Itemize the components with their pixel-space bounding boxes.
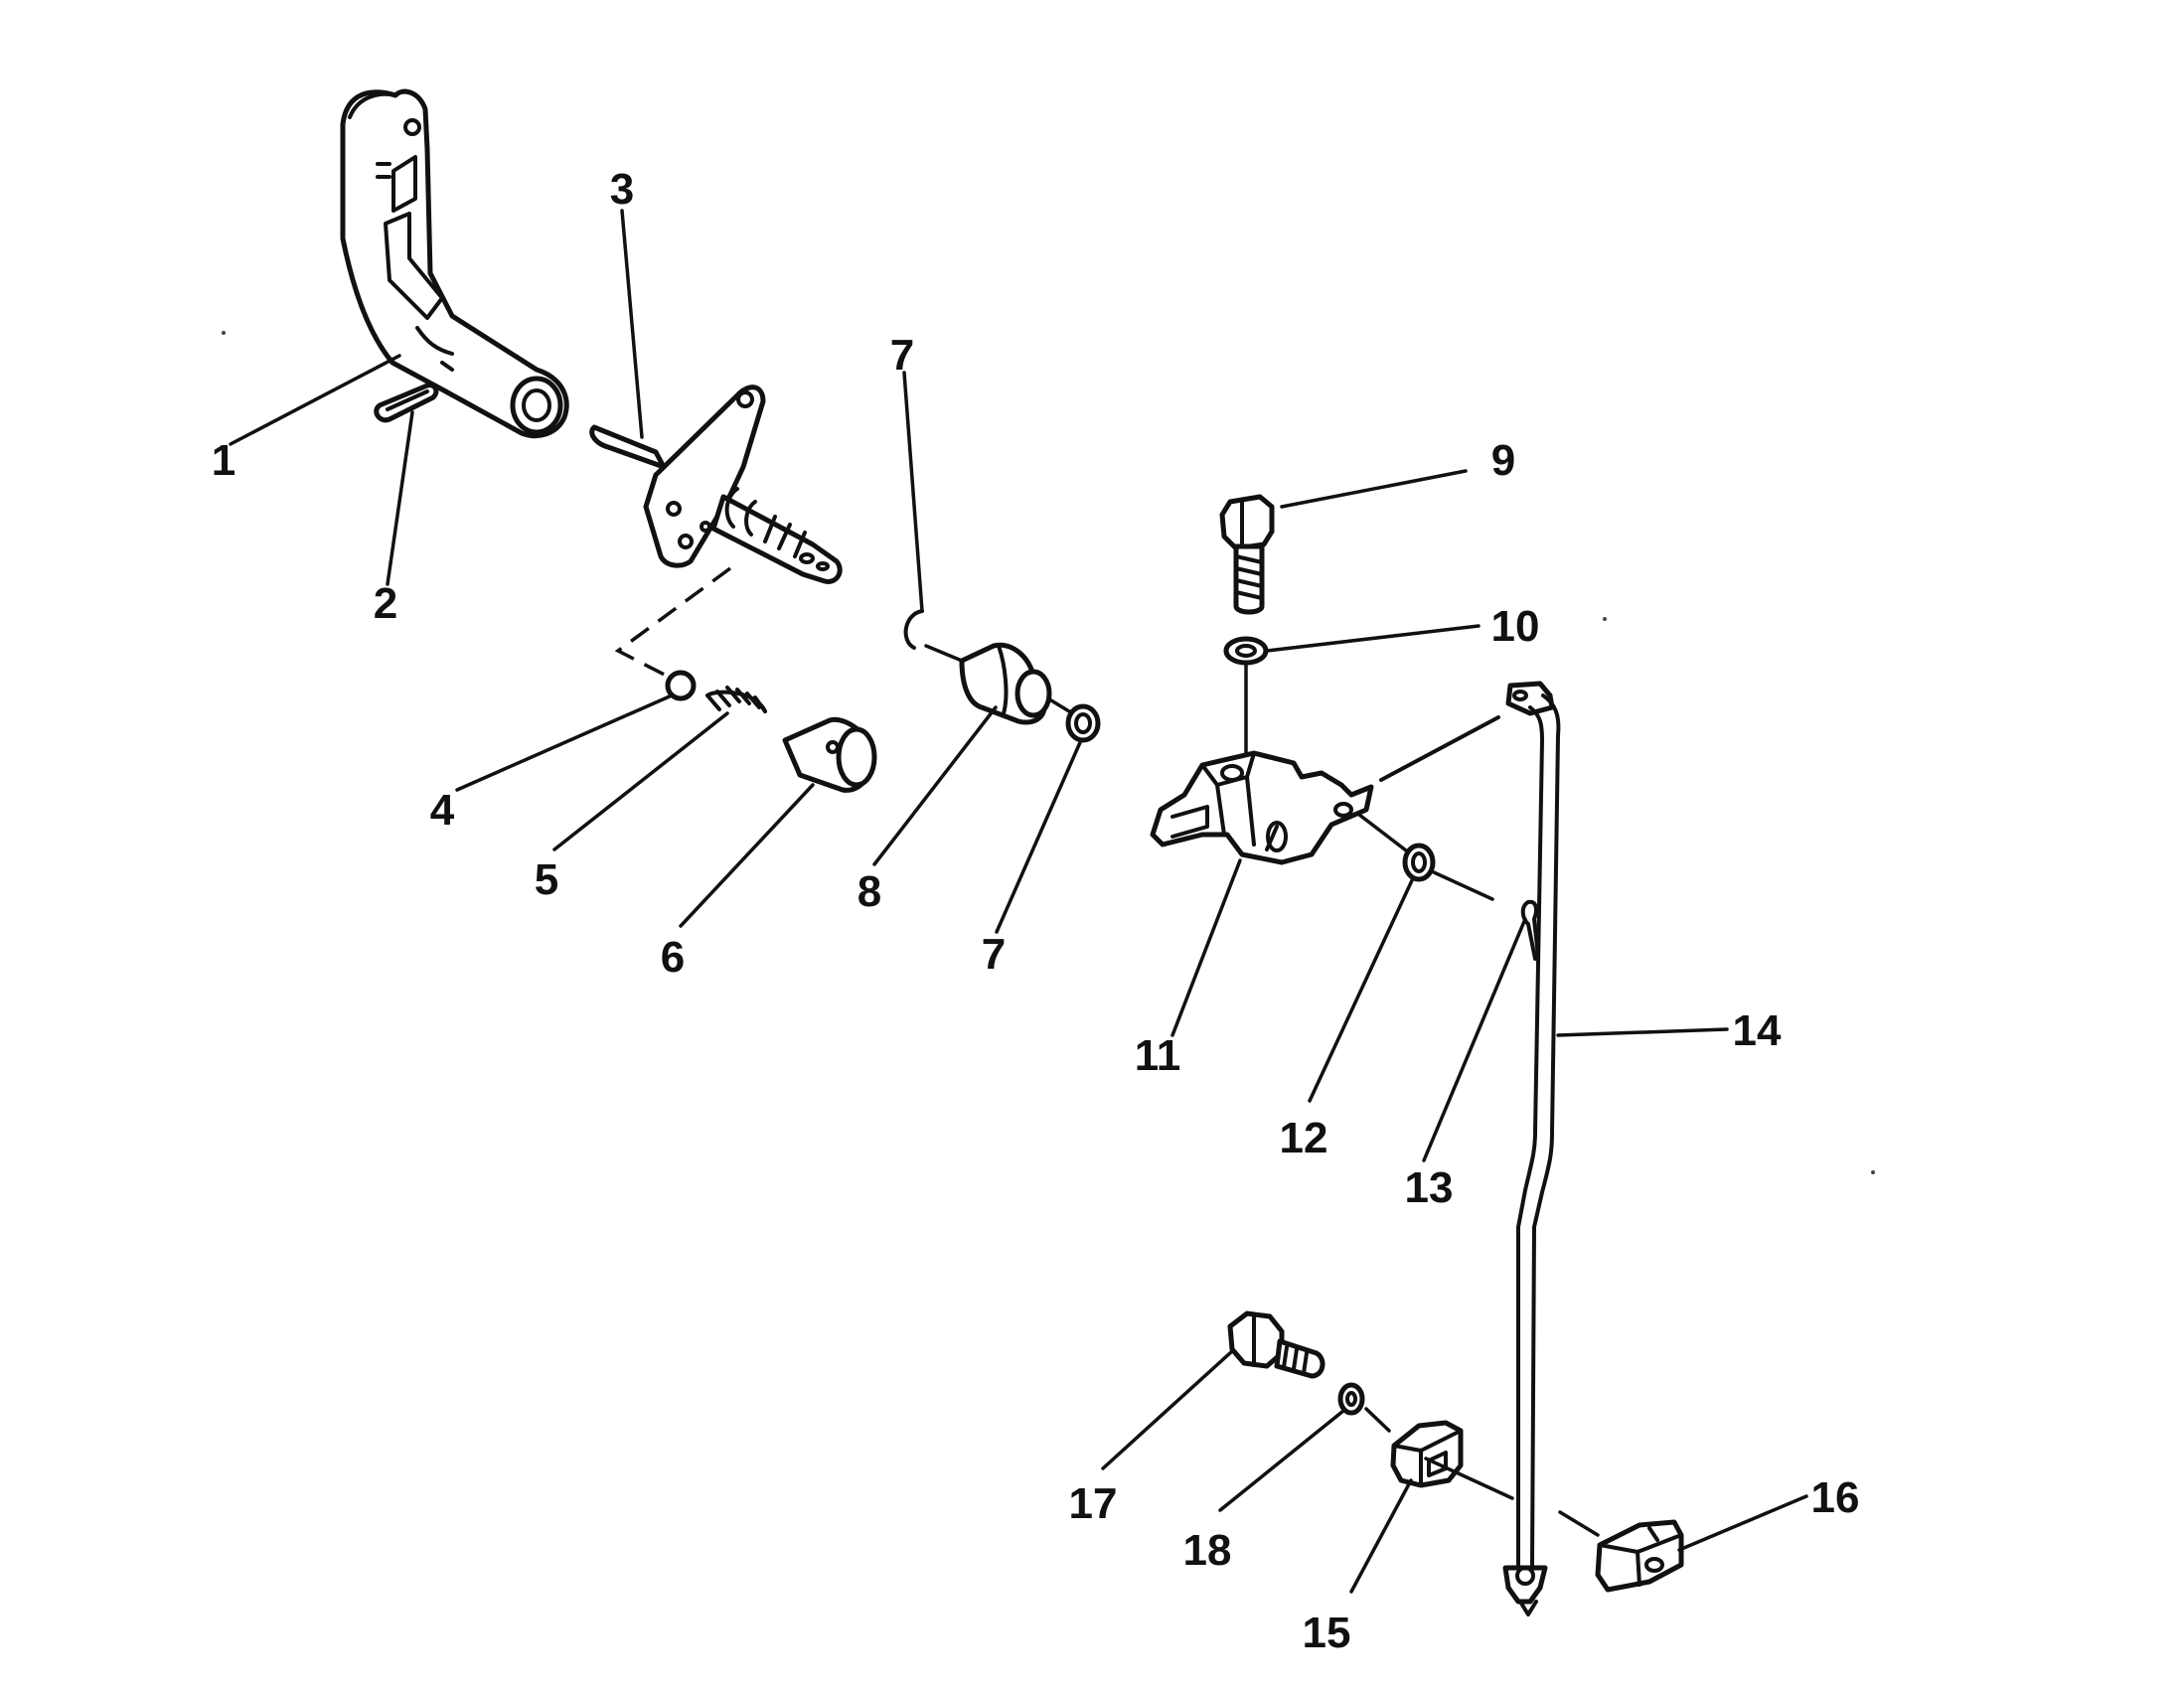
part-18-lock-washer <box>1337 1382 1365 1416</box>
axis-line <box>924 644 964 663</box>
part-15-rod-clip <box>1390 1420 1464 1488</box>
print-speck <box>1603 617 1607 621</box>
part-17-bolt <box>1227 1310 1326 1379</box>
part-12-washer <box>1402 843 1436 882</box>
leader-7b <box>995 738 1083 934</box>
leader-1 <box>229 354 401 446</box>
leader-14 <box>1556 1027 1729 1037</box>
callout-11: 11 <box>1135 1031 1181 1080</box>
callout-7-lower: 7 <box>982 930 1006 979</box>
part-2-pin <box>374 383 439 423</box>
leader-10 <box>1265 624 1481 653</box>
callout-3: 3 <box>610 165 634 214</box>
callout-17: 17 <box>1069 1479 1118 1528</box>
leader-16 <box>1677 1494 1808 1552</box>
leader-2 <box>386 410 414 586</box>
leader-15 <box>1349 1478 1413 1594</box>
part-13-cotter-pin <box>1520 899 1540 961</box>
leader-12 <box>1308 876 1415 1103</box>
print-speck <box>1871 1170 1875 1174</box>
axis-line <box>1379 715 1500 782</box>
leader-3 <box>620 209 644 439</box>
callout-2: 2 <box>374 579 397 628</box>
part-11-shift-bracket <box>1150 750 1374 865</box>
part-1-shift-lever <box>340 88 569 439</box>
callout-14: 14 <box>1733 1006 1782 1055</box>
callout-9: 9 <box>1491 436 1515 485</box>
callout-15: 15 <box>1303 1609 1351 1657</box>
axis-line <box>1432 870 1494 901</box>
callout-13: 13 <box>1405 1163 1454 1212</box>
callout-12: 12 <box>1280 1114 1328 1162</box>
callout-labels: 1 2 3 4 5 6 7 7 8 9 10 11 12 13 14 15 16… <box>212 165 1860 1657</box>
part-4-ball <box>665 670 697 701</box>
part-9-bolt <box>1219 494 1275 615</box>
part-7-retaining-ring-lower <box>1065 703 1101 743</box>
callout-6: 6 <box>661 933 685 982</box>
leader-8 <box>872 705 998 866</box>
callout-5: 5 <box>535 855 558 904</box>
leader-5 <box>552 711 729 851</box>
axis-line <box>1424 1457 1514 1500</box>
leader-13 <box>1422 917 1527 1162</box>
part-3-shift-shaft <box>589 385 843 584</box>
callout-10: 10 <box>1491 602 1540 651</box>
part-7-retaining-ring-upper <box>903 609 924 650</box>
part-10-lock-washer <box>1223 636 1269 666</box>
part-16-retainer <box>1595 1519 1684 1593</box>
axis-line <box>1558 1510 1600 1537</box>
leader-7a <box>902 371 924 613</box>
callout-1: 1 <box>212 436 235 485</box>
callout-16: 16 <box>1811 1473 1860 1522</box>
leader-18 <box>1218 1409 1345 1512</box>
leader-11 <box>1170 858 1242 1037</box>
callout-4: 4 <box>430 786 455 835</box>
leader-9 <box>1280 469 1468 509</box>
part-5-spring <box>705 686 767 713</box>
part-8-bushing <box>959 642 1052 725</box>
callout-18: 18 <box>1183 1526 1232 1575</box>
print-speck <box>222 331 226 335</box>
leader-4 <box>455 693 674 792</box>
axis-line <box>1364 1407 1391 1433</box>
part-14-shift-rod <box>1379 681 1561 1616</box>
axis-line <box>1049 698 1071 713</box>
assembly-dashed-line <box>614 566 732 688</box>
callout-8: 8 <box>858 867 881 916</box>
axis-line <box>1357 813 1408 852</box>
part-6-detent-sleeve <box>782 716 877 793</box>
leader-17 <box>1101 1349 1234 1470</box>
callout-7-upper: 7 <box>890 331 914 380</box>
leader-lines <box>229 209 1808 1594</box>
leader-6 <box>679 783 815 928</box>
